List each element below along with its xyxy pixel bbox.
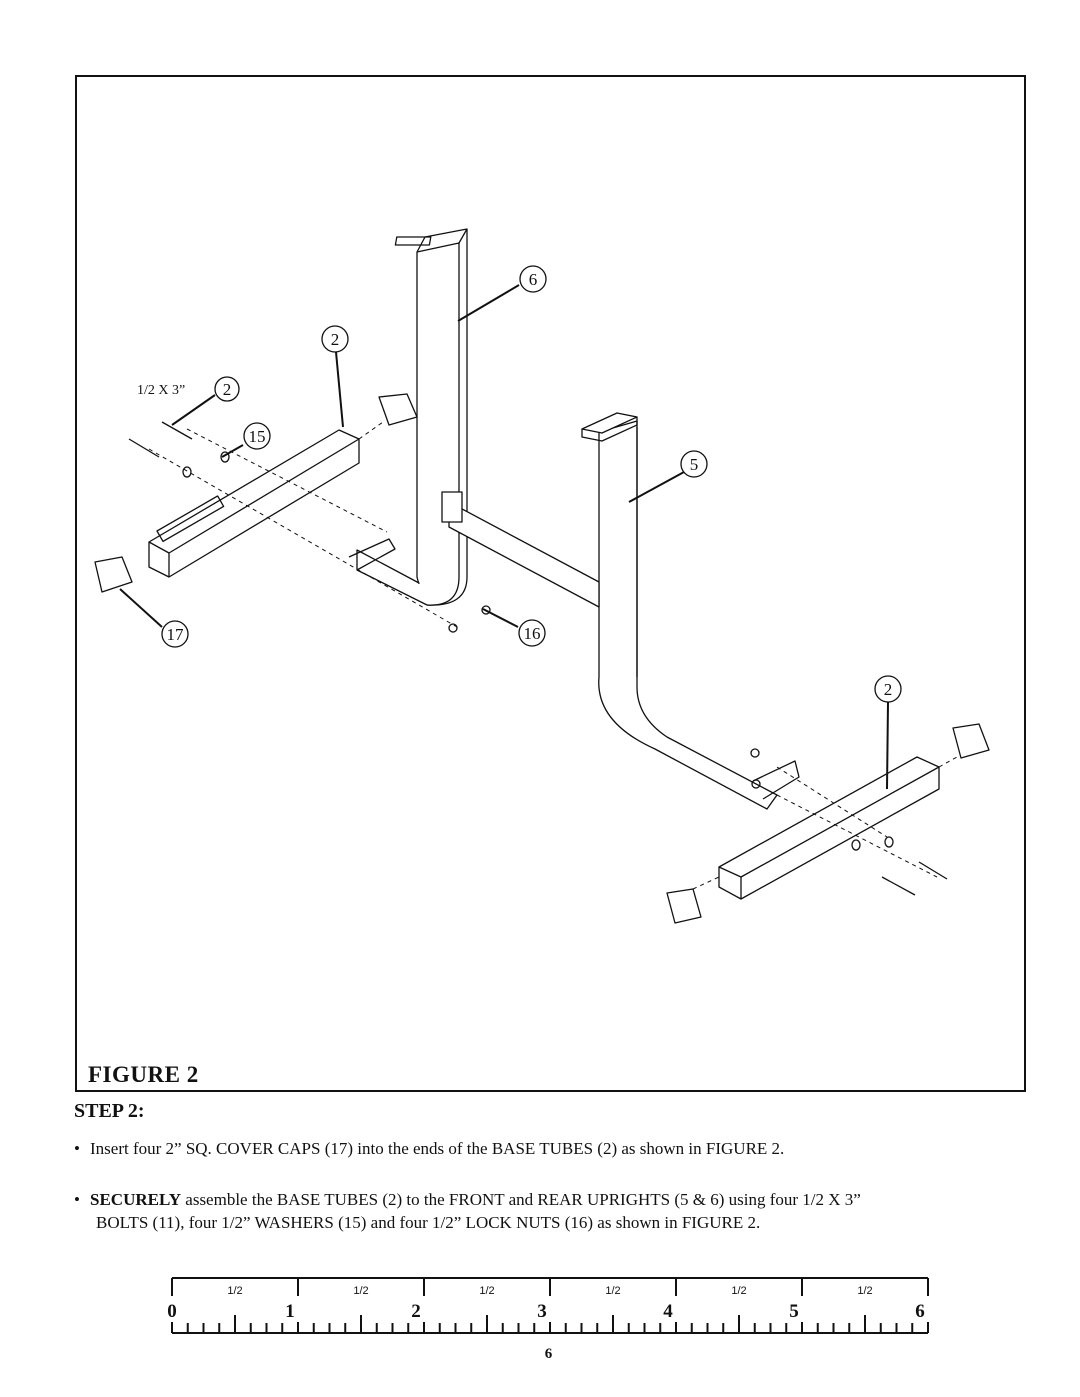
bolts (128, 421, 948, 896)
assembly-lines (148, 421, 958, 890)
figure-caption: FIGURE 2 (88, 1062, 199, 1087)
leader-lines (119, 284, 889, 790)
callout-2-top (321, 325, 349, 353)
callout-2-right (874, 675, 902, 703)
ruler-number-2: 2 (411, 1301, 421, 1322)
callout-15 (243, 422, 271, 450)
instruction-bullet-2: • SECURELY assemble the BASE TUBES (2) to… (74, 1188, 1034, 1234)
ruler-half-label: 1/2 (857, 1285, 872, 1297)
callout-5 (680, 450, 708, 478)
ruler-number-4: 4 (663, 1301, 673, 1322)
ruler-half-label: 1/2 (479, 1285, 494, 1297)
cover-caps (94, 393, 990, 924)
page-number: 6 (544, 1346, 553, 1362)
callout-2-top-label: 2 (331, 330, 340, 349)
ruler-number-6: 6 (915, 1301, 925, 1322)
step-heading: STEP 2: (74, 1100, 145, 1122)
right-base-tube (718, 756, 940, 900)
callout-6-label: 6 (529, 270, 538, 289)
callout-5-label: 5 (690, 455, 699, 474)
bullet-2-continuation: BOLTS (11), four 1/2” WASHERS (15) and f… (96, 1213, 761, 1232)
bullet-dot: • (74, 1139, 80, 1158)
callout-2-right-label: 2 (884, 680, 893, 699)
bullet-dot: • (74, 1190, 80, 1209)
bullet-2-emphasis: SECURELY (90, 1190, 182, 1209)
callout-17-label: 17 (167, 625, 185, 644)
callout-2-bolt-label: 2 (223, 380, 232, 399)
ruler-number-3: 3 (537, 1301, 547, 1322)
ruler-half-label: 1/2 (605, 1285, 620, 1297)
left-base-tube (148, 429, 360, 578)
callout-16 (518, 619, 546, 647)
ruler-number-0: 0 (167, 1301, 177, 1322)
callout-17 (161, 620, 189, 648)
rear-upright-tube (348, 228, 468, 606)
instruction-bullet-1: • Insert four 2” SQ. COVER CAPS (17) into… (74, 1137, 1034, 1160)
front-upright-tube (581, 412, 800, 810)
callout-2-bolt (214, 376, 240, 402)
figure-frame: 6 2 2 15 5 17 16 2 1/2 X 3” (75, 75, 1026, 1092)
ruler-number-1: 1 (285, 1301, 295, 1322)
washers-nuts (182, 451, 894, 851)
bullet-2-text: assemble the BASE TUBES (2) to the FRONT… (181, 1190, 861, 1209)
callout-16-label: 16 (524, 624, 541, 643)
bolt-size-label: 1/2 X 3” (137, 383, 185, 398)
ruler-number-5: 5 (789, 1301, 799, 1322)
bullet-1-text: Insert four 2” SQ. COVER CAPS (17) into … (90, 1139, 785, 1158)
ruler-half-label: 1/2 (731, 1285, 746, 1297)
callout-15-label: 15 (249, 427, 266, 446)
ruler-half-label: 1/2 (353, 1285, 368, 1297)
cross-tube (441, 491, 600, 608)
inch-ruler: 0 1/2 1 1/2 2 1/2 3 1/2 4 1/2 5 1/2 6 (167, 1277, 929, 1334)
callout-6 (519, 265, 547, 293)
ruler-half-label: 1/2 (227, 1285, 242, 1297)
assembly-diagram: 6 2 2 15 5 17 16 2 1/2 X 3” (94, 228, 990, 924)
